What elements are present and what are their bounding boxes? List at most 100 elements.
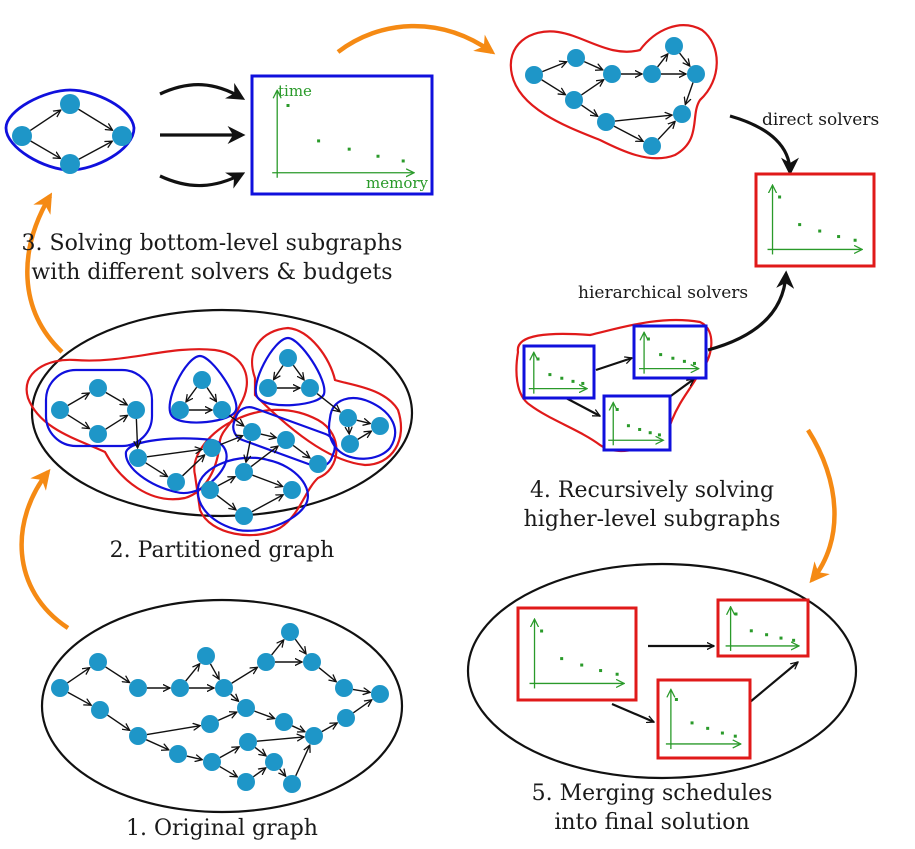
partitioned-graph-node [201,481,219,499]
plot-4a-point [560,376,564,380]
partitioned-graph-edge [186,386,198,402]
plot-4c-frame [602,394,672,452]
partitioned-graph-node [339,409,357,427]
plot-5a-point [580,663,584,667]
original-graph-node [201,715,219,733]
plot-5c-point [706,726,710,730]
plot-5a-point [560,657,564,661]
original-graph-edge [67,691,91,705]
top-right-graph-edge [542,62,566,73]
original-graph-node [237,699,255,717]
original-graph-edge [271,640,284,656]
arrow-4a-to-4b [595,358,632,372]
top-right-graph-edge [679,52,690,66]
plot-4b-point [659,353,663,357]
top-right-graph-node [687,65,705,83]
partitioned-graph-edge [251,495,283,513]
step-4-caption-line2: higher-level subgraphs [524,507,781,532]
top-right-graph-node [643,65,661,83]
plot-4c-point [626,424,630,428]
step3-subgraph-edge [78,108,113,130]
plot-5b-point [749,629,753,633]
flow-arrow-1-to-2 [19,468,70,630]
top-right-graph-node [603,65,621,83]
partitioned-graph-edge [136,418,137,448]
direct-solver-arrow [729,114,799,176]
top-right-graph-edge [685,82,694,104]
original-graph-node [281,623,299,641]
plot-4c-point [648,431,652,435]
merged-solution-outline [466,562,858,780]
original-graph-node [303,653,321,671]
plot-4c-point [657,433,661,437]
partitioned-graph-node [89,379,107,397]
partitioned-graph-node [283,481,301,499]
partitioned-graph-edge [216,494,236,509]
arrow-4a-to-4c [565,397,600,417]
plot-step3-point [376,154,380,158]
arrow-5c-to-5b [749,662,798,703]
original-graph-node [239,733,257,751]
partitioned-graph-edge [228,414,244,426]
partitioned-graph-edge [182,455,205,477]
red-group-right [251,326,403,467]
top-right-graph-edge [614,115,672,122]
original-graph-edge [321,723,337,733]
original-graph-outline [40,598,404,814]
step3-subgraph-node [60,94,80,114]
partitioned-graph-node [301,379,319,397]
original-graph-node [275,713,293,731]
original-graph-edge [318,667,336,682]
partitioned-graph-node [235,507,253,525]
plot-5a-point [599,669,603,673]
step3-subgraph-node [112,126,132,146]
step3-subgraph-edge [30,140,61,158]
plot-4a-point [581,381,585,385]
original-graph-edge [67,668,89,684]
original-graph-edge [252,768,266,778]
plot-5b-point [792,638,796,642]
step-3-caption-line2: with different solvers & budgets [31,260,392,285]
plot-step3-x-label: memory [366,174,429,192]
plot-step3-point [401,159,405,163]
solver-arrow-top [159,82,246,100]
top-right-graph-edge [581,104,597,116]
solver-arrows [159,82,799,352]
partitioned-graph-edge [246,440,250,462]
plot-5a-point [540,629,544,633]
blue-group-bottom-left [124,437,228,495]
flow-arrow-3-to-top [336,23,496,55]
direct-solvers-label: direct solvers [762,110,879,130]
solver-arrow-bottom [159,172,246,189]
top-right-graph-node [673,105,691,123]
original-graph-node [171,679,189,697]
original-graph-node [371,685,389,703]
partitioned-graph-node [279,349,297,367]
plot-4c-point [638,427,642,431]
arrow-5a-to-5c [611,702,654,722]
plot-4c-point [615,408,619,411]
partitioned-graph-outline [30,308,414,518]
red-group-step4 [515,318,713,453]
plot-4b-frame [632,324,708,380]
plot-4a-point [536,357,540,361]
original-graph-edge [256,737,304,742]
step-3-caption-line1: 3. Solving bottom-level subgraphs [22,231,403,256]
original-graph-edge [295,745,310,777]
partitioned-graph-node [193,371,211,389]
partitioned-graph-edge [252,474,282,486]
original-graph-edge [230,694,239,701]
partitioned-graph-node [243,423,261,441]
partitioned-graph-edge [356,420,371,423]
blue-group-bottom-diamond [196,456,309,532]
partitioned-graph-edge [260,434,277,438]
top-right-graph-edge [541,79,566,95]
original-graph-node [91,701,109,719]
original-graph-node [51,679,69,697]
top-right-graph-node [565,91,583,109]
blue-group-triangle-2 [254,336,326,407]
step-5-caption-line2: into final solution [554,810,749,835]
partitioned-graph-edge [217,477,235,487]
top-right-graph-edge [581,80,603,96]
